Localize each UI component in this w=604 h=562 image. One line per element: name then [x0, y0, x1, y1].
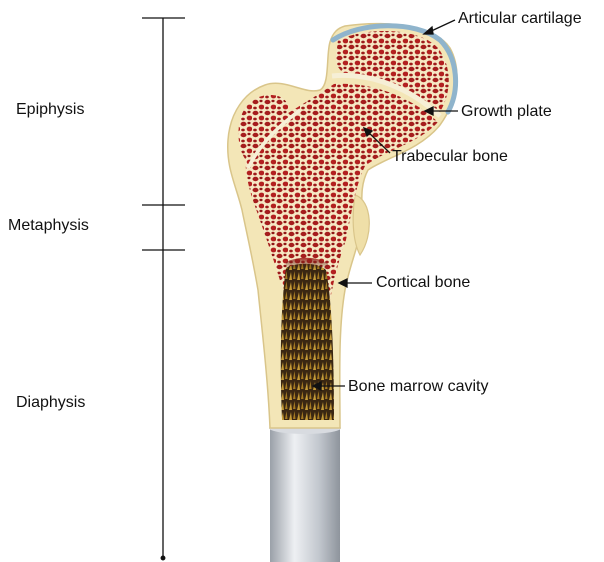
zone-label-metaphysis: Metaphysis [8, 217, 89, 235]
shaft-rod [270, 428, 340, 562]
callout-cortical-bone: Cortical bone [376, 274, 470, 292]
callout-bone-marrow-cavity: Bone marrow cavity [348, 378, 489, 396]
zone-scale-bar [142, 18, 185, 560]
zone-label-diaphysis: Diaphysis [16, 394, 85, 412]
callout-growth-plate: Growth plate [461, 103, 552, 121]
callout-articular-cartilage: Articular cartilage [458, 10, 582, 28]
zone-label-epiphysis: Epiphysis [16, 101, 84, 119]
callout-trabecular-bone: Trabecular bone [392, 148, 508, 166]
marrow-transition [283, 258, 330, 300]
scale-end-dot [161, 556, 165, 560]
